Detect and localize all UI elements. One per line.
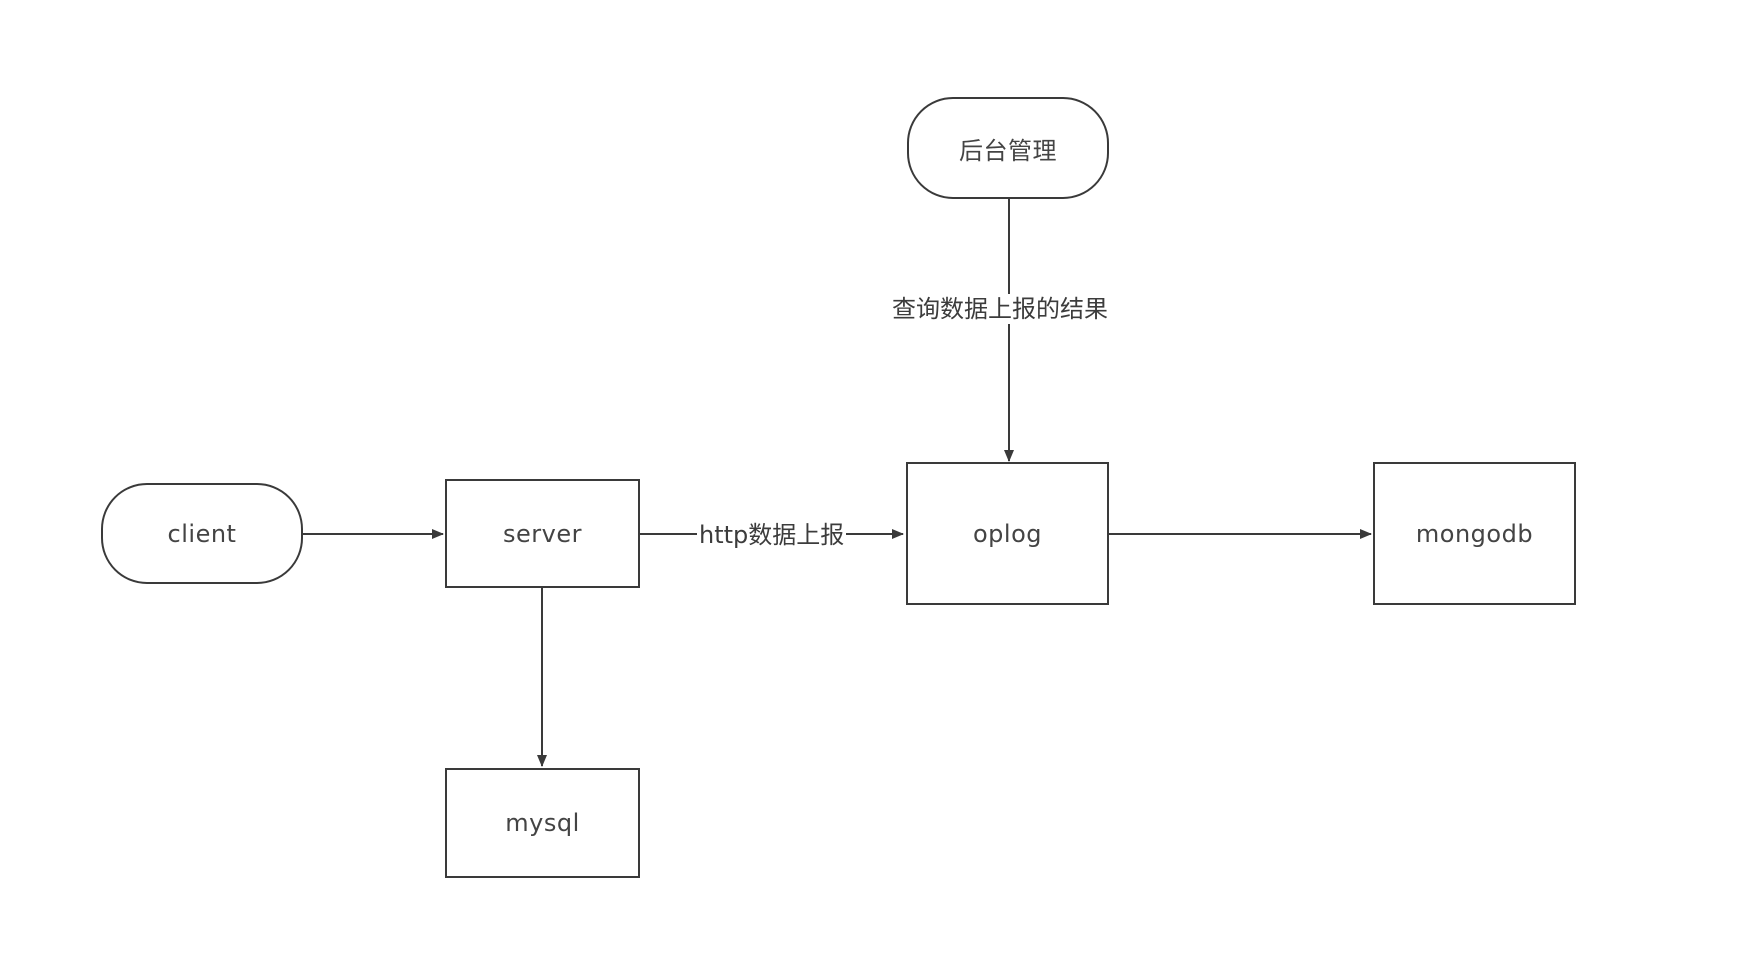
edge-label-http-report: http数据上报 <box>697 520 847 550</box>
node-server-label: server <box>503 519 582 548</box>
edge-label-query-result: 查询数据上报的结果 <box>890 294 1110 324</box>
node-oplog: oplog <box>906 462 1109 605</box>
node-mongodb-label: mongodb <box>1415 519 1534 548</box>
node-admin-label: 后台管理 <box>959 136 1057 165</box>
node-mysql: mysql <box>445 768 640 878</box>
node-mysql-label: mysql <box>505 809 580 837</box>
node-admin: 后台管理 <box>907 97 1109 199</box>
node-mongodb: mongodb <box>1373 462 1576 605</box>
node-oplog-label: oplog <box>972 519 1042 548</box>
node-client: client <box>101 483 303 584</box>
node-client-label: client <box>167 519 237 548</box>
node-server: server <box>445 479 640 588</box>
